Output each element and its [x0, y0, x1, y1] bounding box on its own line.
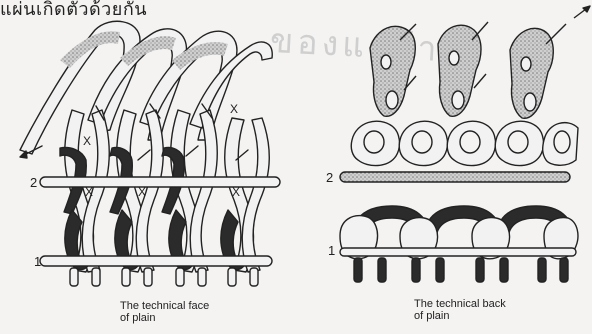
back-row-label-2: 2	[326, 170, 333, 185]
back-arrows	[400, 6, 590, 90]
x-mark: X	[230, 102, 238, 116]
back-course-2	[340, 172, 570, 182]
technical-face-figure	[20, 21, 280, 286]
back-caption: The technical back of plain	[414, 298, 506, 322]
x-mark: X	[138, 185, 146, 199]
face-yarn-ends	[70, 268, 258, 286]
face-caption: The technical face of plain	[120, 300, 209, 324]
face-row-label-1: 1	[34, 254, 41, 269]
face-course-2	[40, 177, 280, 187]
back-caption-line2: of plain	[414, 310, 506, 322]
face-row-label-2: 2	[30, 175, 37, 190]
face-caption-line1: The technical face	[120, 300, 209, 312]
face-course-1	[40, 256, 272, 266]
face-caption-line2: of plain	[120, 312, 209, 324]
x-mark: X	[85, 185, 93, 199]
back-yarn-ends	[354, 258, 568, 282]
back-dark-arches	[352, 206, 574, 240]
back-row-label-1: 1	[328, 243, 335, 258]
x-mark: X	[83, 134, 91, 148]
back-caption-line1: The technical back	[414, 298, 506, 310]
technical-back-figure	[340, 6, 590, 282]
x-mark: X	[232, 185, 240, 199]
back-course-1	[340, 248, 576, 256]
